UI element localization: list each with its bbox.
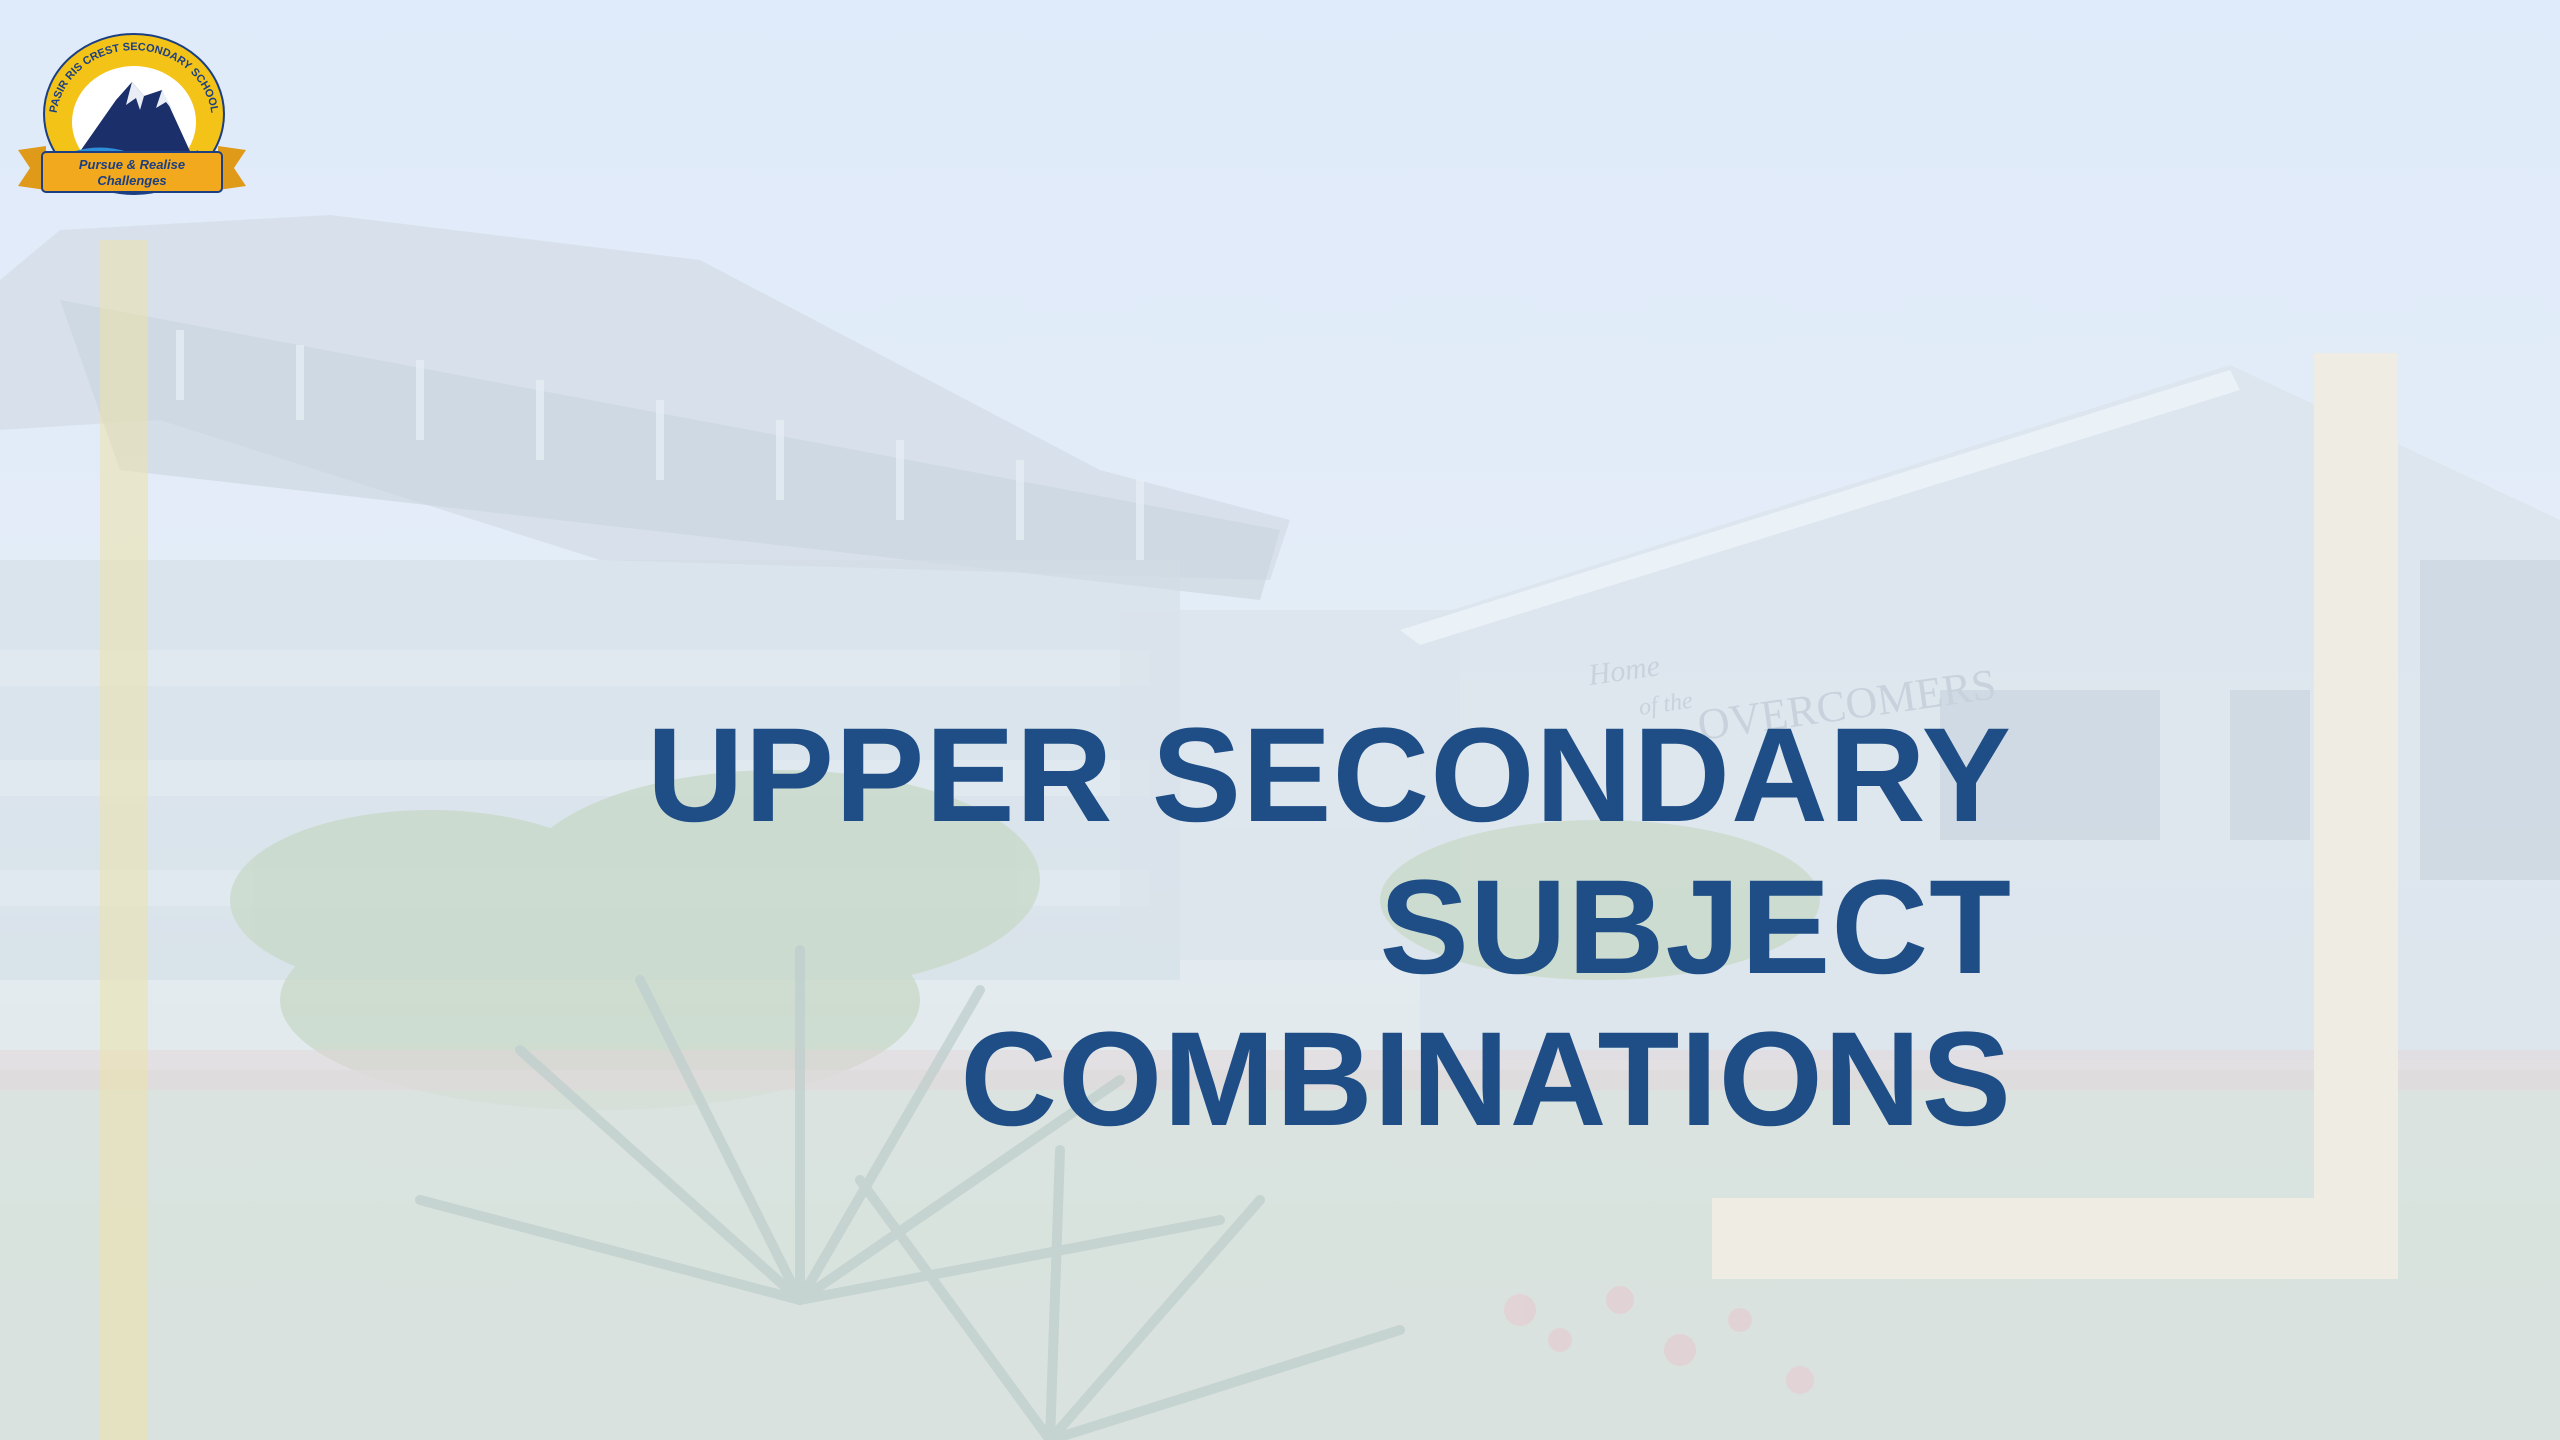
title-line-1: UPPER SECONDARY	[646, 701, 2012, 850]
svg-text:Pursue & Realise: Pursue & Realise	[79, 157, 185, 172]
decorative-pillar	[100, 240, 148, 1440]
slide-title: UPPER SECONDARY SUBJECT COMBINATIONS	[312, 700, 2012, 1156]
title-line-3: COMBINATIONS	[960, 1005, 2012, 1154]
decorative-bracket-vertical	[2314, 353, 2398, 1279]
decorative-bracket-horizontal	[1712, 1198, 2398, 1279]
title-line-2: SUBJECT	[1379, 853, 2012, 1002]
school-crest-logo: PASIR RIS CREST SECONDARY SCHOOL Pursue …	[18, 33, 246, 195]
svg-text:Challenges: Challenges	[97, 173, 166, 188]
